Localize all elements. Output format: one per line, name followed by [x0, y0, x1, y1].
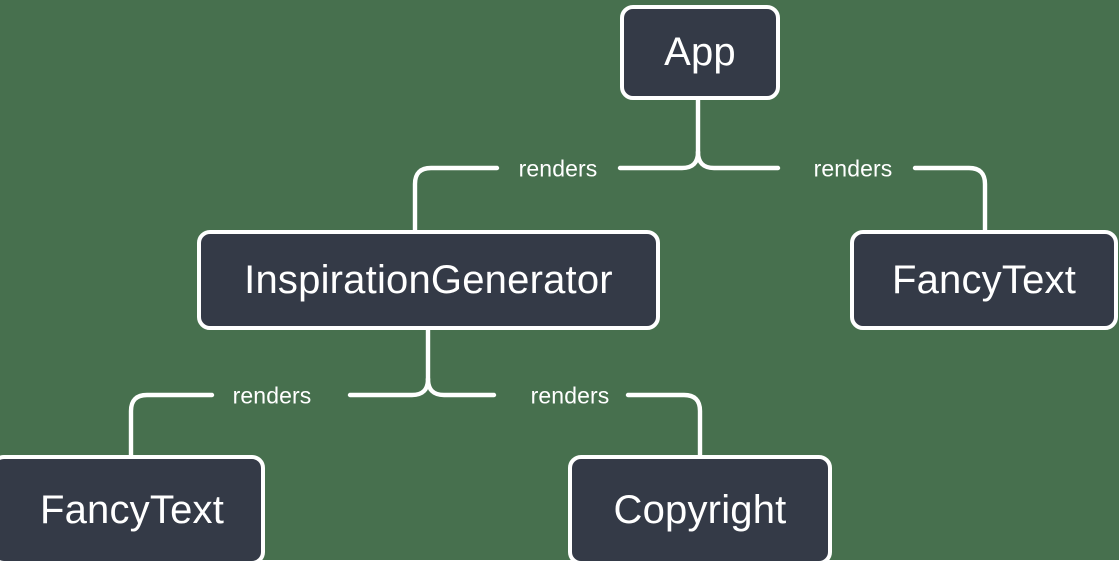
node-app[interactable]: App	[620, 5, 780, 100]
edge-inspirationgenerator-to-copyright	[425, 376, 703, 458]
node-inspiration-generator[interactable]: InspirationGenerator	[197, 230, 660, 330]
node-fancy-text-right[interactable]: FancyText	[850, 230, 1118, 330]
edge-app-to-fancytext	[695, 149, 988, 233]
node-fancy-text-bottom-label: FancyText	[39, 487, 225, 532]
edge-label-inspiration-generator-to-fancy-text: renders	[232, 382, 312, 409]
node-app-label: App	[664, 30, 736, 74]
node-fancy-text-bottom[interactable]: FancyText	[0, 455, 265, 565]
node-copyright[interactable]: Copyright	[568, 455, 832, 565]
edge-label-inspiration-generator-to-copyright: renders	[530, 382, 610, 409]
edge-label-app-to-fancy-text: renders	[813, 155, 893, 182]
node-copyright-label: Copyright	[613, 487, 787, 532]
edge-label-app-to-inspiration-generator: renders	[518, 155, 598, 182]
node-fancy-text-right-label: FancyText	[891, 257, 1077, 302]
node-inspiration-generator-label: InspirationGenerator	[244, 257, 613, 302]
